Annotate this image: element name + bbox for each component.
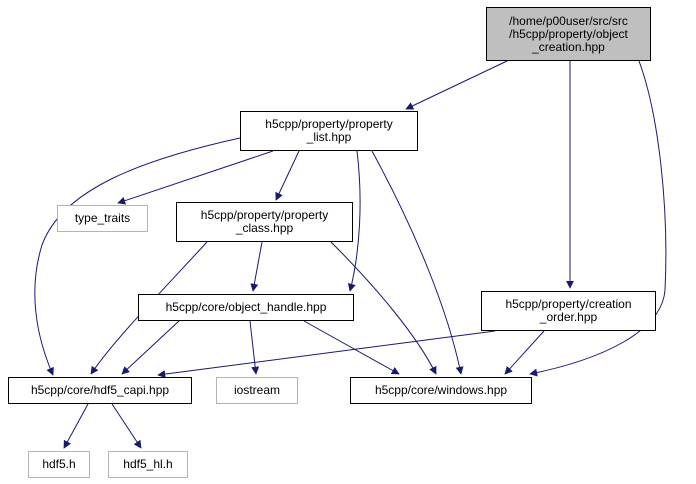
node-type_traits: type_traits [57, 205, 148, 232]
node-label: h5cpp/core/windows.hpp [374, 383, 508, 397]
edge-property_list-to-type_traits [117, 150, 274, 205]
node-label: h5cpp/property/creation _order.hpp [505, 297, 632, 324]
node-label: iostream [233, 383, 280, 397]
node-windows-hpp[interactable]: h5cpp/core/windows.hpp [350, 377, 532, 404]
edge-hdf5_capi-to-hdf5_hl_h [111, 403, 142, 449]
node-iostream: iostream [216, 377, 298, 404]
edge-property_list-to-hdf5_capi [34, 137, 241, 376]
edge-object_handle-to-hdf5_capi [121, 320, 180, 375]
node-property_list-hpp[interactable]: h5cpp/property/property _list.hpp [240, 111, 418, 151]
node-hdf5_capi-hpp[interactable]: h5cpp/core/hdf5_capi.hpp [8, 377, 192, 404]
node-object_creation-hpp: /home/p00user/src/src /h5cpp/property/ob… [486, 7, 651, 61]
node-label: hdf5_hl.h [123, 457, 173, 471]
node-object_handle-hpp[interactable]: h5cpp/core/object_handle.hpp [138, 294, 354, 321]
node-creation_order-hpp[interactable]: h5cpp/property/creation _order.hpp [481, 291, 656, 331]
node-label: type_traits [74, 211, 131, 225]
edge-object_handle-to-iostream [249, 320, 260, 375]
edge-object_creation-to-windows [529, 60, 667, 377]
node-label: h5cpp/core/object_handle.hpp [165, 300, 327, 314]
node-label: h5cpp/core/hdf5_capi.hpp [30, 383, 170, 397]
node-label: h5cpp/property/property _list.hpp [265, 117, 393, 144]
edge-creation_order-to-hdf5_capi [157, 330, 496, 379]
node-hdf5-h: hdf5.h [28, 451, 90, 478]
edge-property_list-to-windows [371, 150, 464, 375]
edge-property_list-to-property_class [275, 150, 300, 201]
node-property_class-hpp[interactable]: h5cpp/property/property _class.hpp [176, 202, 353, 242]
edge-creation_order-to-windows [504, 330, 545, 375]
edge-property_class-to-windows [330, 241, 437, 375]
node-label: /home/p00user/src/src /h5cpp/property/ob… [509, 13, 628, 54]
node-hdf5_hl-h: hdf5_hl.h [108, 451, 188, 478]
edge-property_class-to-object_handle [250, 241, 263, 292]
edge-object_handle-to-windows [303, 320, 400, 375]
edge-property_list-to-object_handle [347, 150, 361, 292]
node-label: hdf5.h [42, 457, 76, 471]
edge-hdf5_capi-to-hdf5_h [63, 403, 89, 449]
node-label: h5cpp/property/property _class.hpp [200, 208, 329, 235]
edge-object_creation-to-property_list [405, 60, 508, 110]
